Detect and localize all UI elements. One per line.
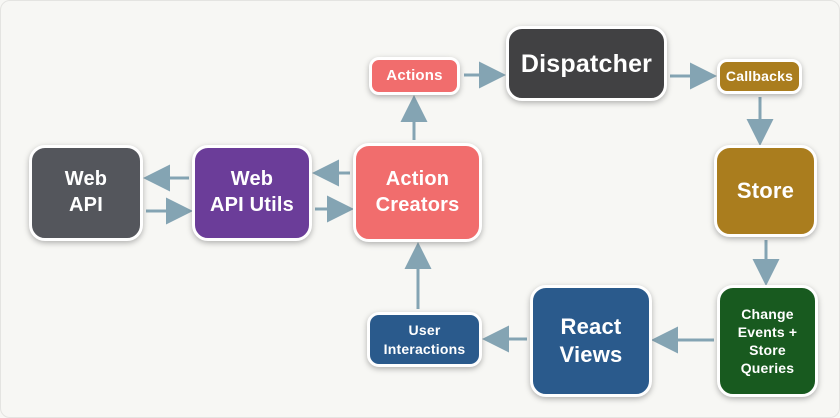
node-user-interactions: User Interactions [367,312,482,367]
label-line: React [560,313,622,339]
label-line: Actions [386,67,443,85]
label-line: User [408,322,441,339]
label-line: Interactions [383,340,466,357]
node-actions: Actions [369,57,460,95]
node-action-creators: Action Creators [353,143,482,242]
node-callbacks: Callbacks [717,59,802,94]
node-react-views: React Views [530,285,652,397]
label-line: Views [559,342,623,367]
label-line: Dispatcher [520,49,653,78]
label-line: Store [736,177,795,203]
label-line: Web [64,168,108,191]
node-web-api-utils: Web API Utils [192,145,312,241]
label-line: Web [230,168,274,191]
node-dispatcher: Dispatcher [506,26,667,101]
node-change-events-store-queries: Change Events + Store Queries [717,285,818,397]
label-line: Action [385,167,450,190]
label-line: Callbacks [725,68,794,85]
label-line: Change [741,305,794,322]
label-line: API [69,194,103,216]
label-line: Store [749,342,786,358]
label-line: Queries [740,360,795,377]
node-web-api: Web API [29,145,143,241]
label-line: Creators [375,193,460,216]
node-store: Store [714,145,817,237]
label-line: API Utils [209,194,295,216]
label-line: Events + [737,323,798,340]
